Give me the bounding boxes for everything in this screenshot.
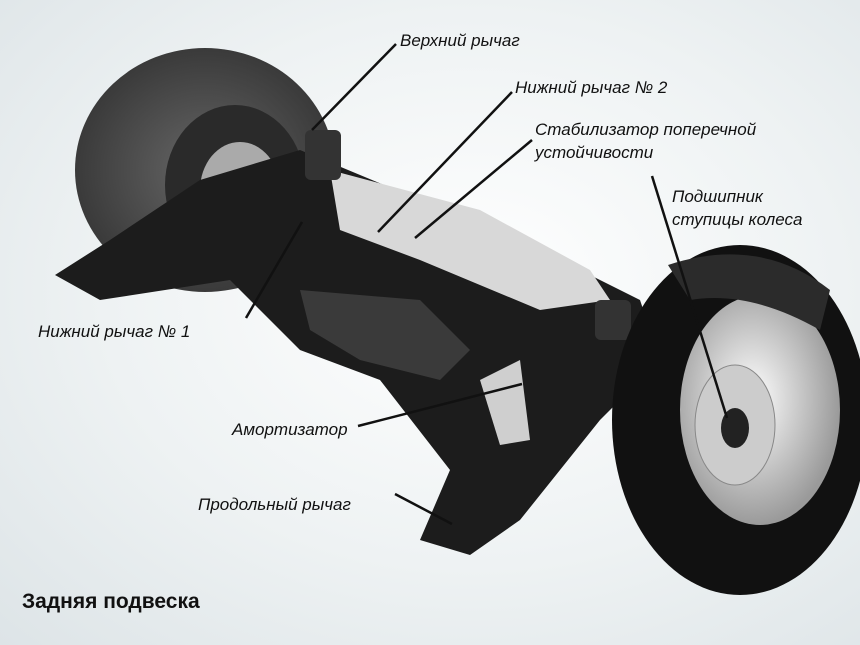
- label-hub-bearing-line2: ступицы колеса: [672, 210, 803, 229]
- label-lower-arm-2: Нижний рычаг № 2: [515, 78, 668, 97]
- label-stabilizer-line1: Стабилизатор поперечной: [535, 120, 757, 139]
- right-wheel: [612, 245, 860, 595]
- diagram-title: Задняя подвеска: [22, 590, 200, 613]
- label-hub-bearing-line1: Подшипник: [672, 187, 763, 206]
- label-stabilizer: Стабилизатор поперечной устойчивости: [535, 118, 756, 164]
- leader-lower-arm-2: [377, 91, 513, 233]
- leader-trailing-arm: [394, 492, 453, 526]
- label-upper-arm: Верхний рычаг: [400, 31, 520, 50]
- label-lower-arm-1: Нижний рычаг № 1: [38, 322, 191, 341]
- label-shock-absorber: Амортизатор: [232, 420, 348, 439]
- leader-lines: [244, 43, 729, 526]
- leader-upper-arm: [311, 43, 397, 131]
- leader-stabilizer: [414, 139, 533, 239]
- chassis: [55, 130, 660, 555]
- leader-lower-arm-1: [244, 221, 304, 319]
- leader-hub-bearing: [650, 175, 729, 419]
- label-stabilizer-line2: устойчивости: [535, 143, 654, 162]
- leader-shock-absorber: [357, 382, 523, 428]
- label-trailing-arm: Продольный рычаг: [198, 495, 351, 514]
- label-hub-bearing: Подшипник ступицы колеса: [672, 185, 802, 231]
